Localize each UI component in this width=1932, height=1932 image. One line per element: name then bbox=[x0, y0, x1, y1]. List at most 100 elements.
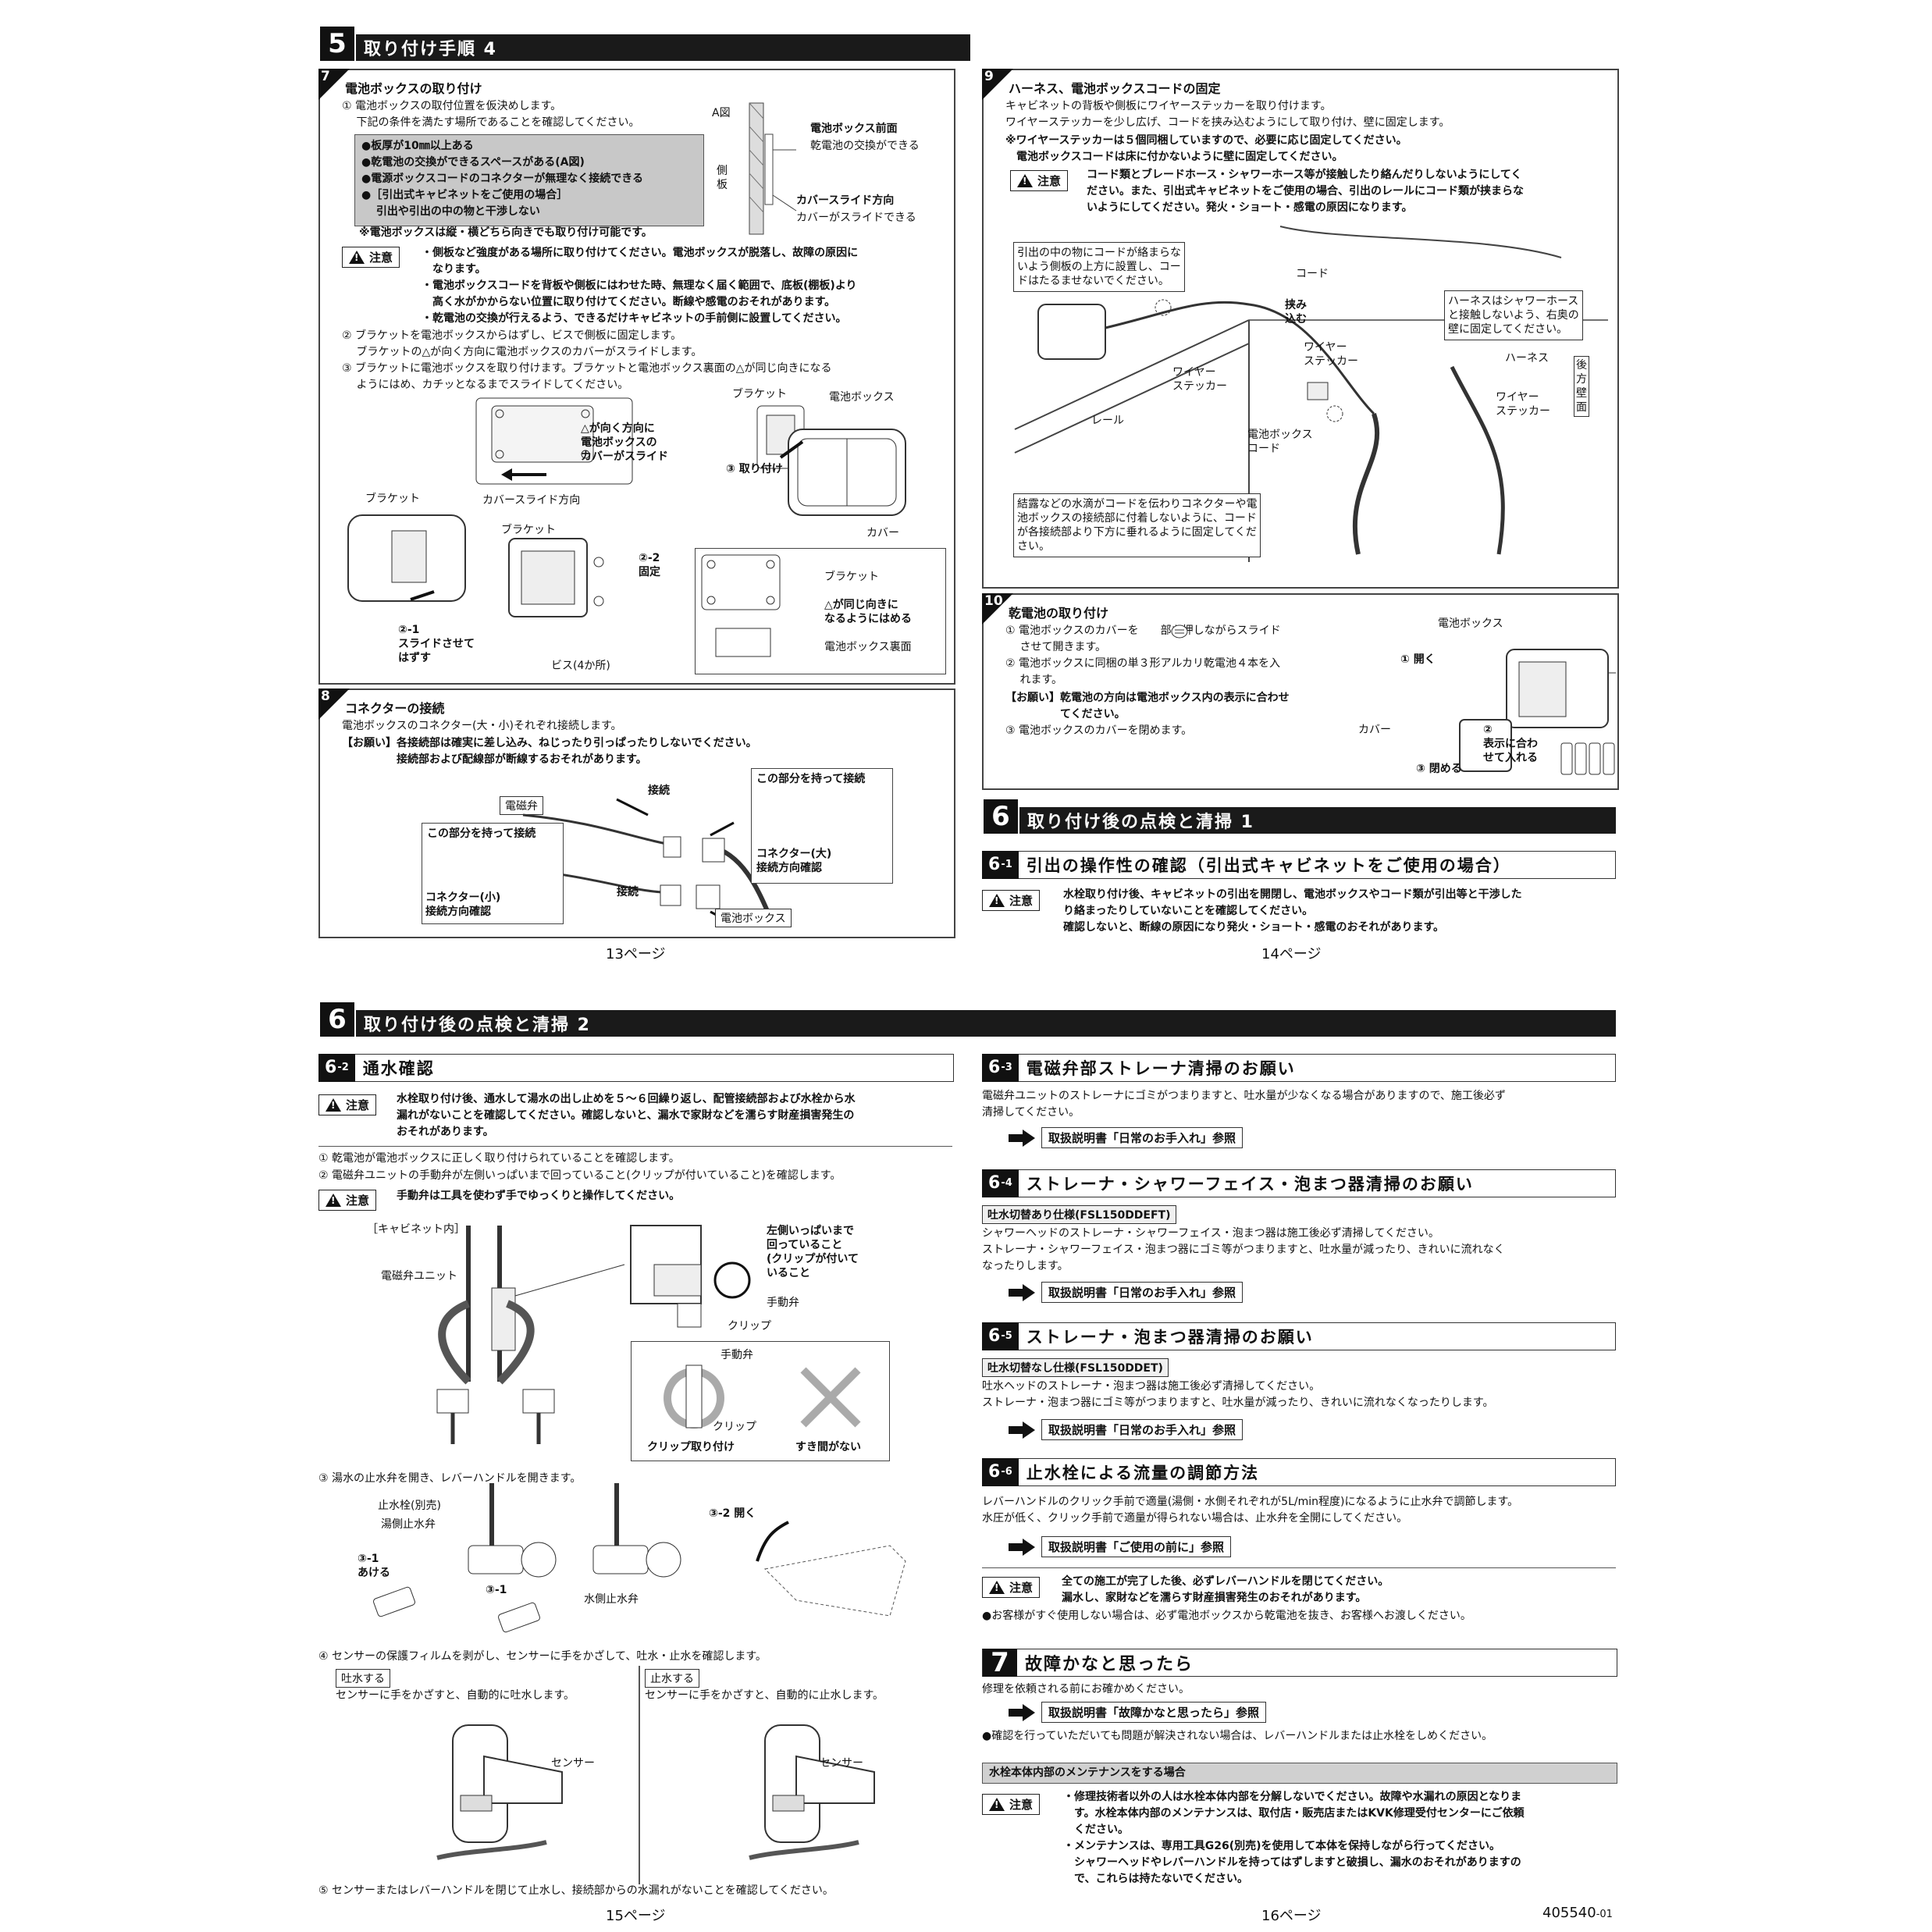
clip-check-box: 手動弁 クリップ クリップ取り付け すき間がない bbox=[631, 1341, 890, 1461]
open-label: ① 開く bbox=[1400, 653, 1436, 666]
sticker-label-2: ワイヤー ステッカー bbox=[1172, 366, 1227, 393]
section-number: 5 bbox=[318, 25, 356, 62]
arrow-right-icon bbox=[1009, 1283, 1035, 1301]
subsection-number: 6-5 bbox=[982, 1322, 1019, 1350]
stop-valve-label: 止水栓(別売) bbox=[378, 1500, 441, 1512]
section-title: 故障かなと思ったら bbox=[1025, 1655, 1194, 1674]
check-line-5: ⑤ センサーまたはレバーハンドルを閉じて止水し、接続部からの水漏れがないことを確… bbox=[318, 1884, 834, 1897]
step-8-title: コネクターの接続 bbox=[345, 701, 445, 716]
section-number: 7 bbox=[983, 1647, 1017, 1678]
hot-valve-label: 湯側止水弁 bbox=[381, 1518, 436, 1531]
section-title: 取り付け後の点検と清掃 2 bbox=[364, 1016, 591, 1035]
warning-icon bbox=[989, 1798, 1005, 1811]
section-title: 取り付け後の点検と清掃 1 bbox=[1027, 813, 1254, 832]
subsection-title: ストレーナ・シャワーフェイス・泡まつ器清掃のお願い bbox=[1026, 1175, 1474, 1194]
cover-label: カバー bbox=[1358, 724, 1391, 736]
harness-label: ハーネス bbox=[1505, 352, 1549, 365]
caution-text: 全ての施工が完了した後、必ずレバーハンドルを閉じてください。 漏水し、家財などを… bbox=[1062, 1575, 1389, 1604]
clip-label-2: クリップ bbox=[713, 1421, 756, 1433]
s65-text: 吐水ヘッドのストレーナ・泡まつ器は施工後必ず清掃してください。 ストレーナ・泡ま… bbox=[982, 1380, 1494, 1409]
s64-text: シャワーヘッドのストレーナ・シャワーフェイス・泡まつ器は施工後必ず清掃してくださ… bbox=[982, 1227, 1505, 1272]
step-10-title: 乾電池の取り付け bbox=[1009, 606, 1109, 621]
solenoid-label: 電磁弁 bbox=[500, 796, 543, 815]
dew-note: 結露などの水滴がコードを伝わりコネクターや電 池ボックスの接続部に付着しないよう… bbox=[1013, 493, 1261, 557]
screws-label: ビス(4か所) bbox=[551, 660, 610, 672]
subsection-number: 6-3 bbox=[982, 1053, 1019, 1082]
box-front-label: 電池ボックス前面 bbox=[810, 123, 898, 135]
caution-badge: 注意 bbox=[982, 1577, 1041, 1598]
s63-text: 電磁弁ユニットのストレーナにゴミがつまりますと、吐水量が少なくなる場合があります… bbox=[982, 1090, 1506, 1119]
spout-text: センサーに手をかざすと、自動的に吐水します。 bbox=[336, 1689, 575, 1702]
battery-install-drawing bbox=[1459, 649, 1616, 775]
drawer-note: 引出の中の物にコードが絡まらな いよう側板の上方に設置し、コー ドはたるませない… bbox=[1013, 242, 1185, 292]
cabinet-interior-drawing bbox=[1014, 226, 1608, 562]
stop-valve-drawing bbox=[373, 1483, 681, 1633]
subsection-6-3: 6-3 電磁弁部ストレーナ清掃のお願い bbox=[982, 1053, 1616, 1082]
step-8-corner: 8 bbox=[318, 688, 350, 720]
step-9-corner: 9 bbox=[982, 69, 1013, 100]
warning-icon bbox=[326, 1194, 341, 1207]
hold-box-1: この部分を持って接続 コネクター(小) 接続方向確認 bbox=[422, 823, 564, 924]
close-label: ③ 閉める bbox=[1416, 763, 1462, 775]
step-8-line-1: 電池ボックスのコネクター(大・小)それぞれ接続します。 bbox=[342, 720, 622, 732]
section-number: 6 bbox=[318, 1001, 356, 1038]
subsection-number: 6-6 bbox=[982, 1457, 1019, 1486]
cover-button-icon bbox=[1171, 624, 1188, 639]
sticker-label-3: ワイヤー ステッカー bbox=[1496, 391, 1550, 418]
section-title: 取り付け手順 4 bbox=[364, 40, 497, 59]
step-10-line-3: ③ 電池ボックスのカバーを閉めます。 bbox=[1005, 724, 1193, 737]
caution-text: 手動弁は工具を使わず手でゆっくりと操作してください。 bbox=[397, 1190, 681, 1202]
spout-tag: 吐水する bbox=[336, 1669, 390, 1688]
page-number-16: 16ページ bbox=[1261, 1908, 1322, 1924]
box-with-bracket-drawing bbox=[347, 514, 466, 602]
hold-label-2: この部分を持って接続 bbox=[756, 773, 866, 785]
faucet-spout-drawing bbox=[436, 1724, 563, 1860]
open-3-2: ③-2 開く bbox=[709, 1507, 756, 1520]
no-gap-label: すき間がない bbox=[795, 1441, 861, 1453]
cover-dir-sub: カバーがスライドできる bbox=[796, 212, 916, 224]
reference-s66: 取扱説明書「ご使用の前に」参照 bbox=[1007, 1536, 1232, 1557]
reference-s64: 取扱説明書「日常のお手入れ」参照 bbox=[1007, 1282, 1244, 1303]
clip-attach-label: クリップ取り付け bbox=[647, 1441, 735, 1453]
faucet-stop-drawing bbox=[749, 1724, 875, 1860]
step-9-line-1: キャビネットの背板や側板にワイヤーステッカーを取り付けます。 ワイヤーステッカー… bbox=[1005, 100, 1450, 129]
stop-tag: 止水する bbox=[645, 1669, 699, 1688]
step-7-corner: 7 bbox=[318, 69, 350, 100]
cabinet-label: ［キャビネット内］ bbox=[367, 1223, 465, 1236]
cover-dir-label: カバースライド方向 bbox=[796, 194, 895, 207]
step-8-request: 【お願い】各接続部は確実に差し込み、ねじったり引っぱったりしないでください。 接… bbox=[342, 737, 757, 766]
valve-unit-drawing bbox=[436, 1226, 625, 1444]
sticker-label-1: ワイヤー ステッカー bbox=[1304, 341, 1358, 368]
caution-badge: 注意 bbox=[982, 1794, 1041, 1815]
cover-label: カバー bbox=[866, 527, 899, 539]
cold-valve-label: 水側止水弁 bbox=[584, 1593, 639, 1606]
side-plate-label: 側 板 bbox=[717, 165, 728, 191]
solenoid-unit-label: 電磁弁ユニット bbox=[381, 1270, 457, 1283]
section-number: 6 bbox=[982, 798, 1019, 835]
check-line-2: ② 電磁弁ユニットの手動弁が左側いっぱいまで回っていること(クリップが付いている… bbox=[318, 1169, 841, 1182]
slide-remove: ②-1 スライドさせて はずす bbox=[398, 624, 475, 664]
spec-tag-without-switch: 吐水切替なし仕様(FSL150DDET) bbox=[982, 1358, 1169, 1377]
subsection-title: 通水確認 bbox=[362, 1059, 435, 1078]
maintenance-tag: 水栓本体内部のメンテナンスをする場合 bbox=[982, 1763, 1617, 1784]
caution-text: コード類とブレードホース・シャワーホース等が接触したり絡んだりしないようにしてく… bbox=[1087, 169, 1524, 214]
clip-label: クリップ bbox=[728, 1320, 771, 1332]
connect-label-1: 接続 bbox=[648, 785, 670, 797]
step-10-line-1: ① 電池ボックスのカバーを 部を押しながらスライド させて開きます。 ② 電池ボ… bbox=[1005, 624, 1281, 686]
section-header-6-2: 6 取り付け後の点検と清掃 2 bbox=[318, 1001, 1616, 1038]
hold-box-2: この部分を持って接続 コネクター(大) 接続方向確認 bbox=[751, 768, 893, 884]
connector-large-label: コネクター(大) 接続方向確認 bbox=[756, 848, 832, 874]
bracket-detail-drawing bbox=[475, 397, 633, 485]
step-9-line-2: ※ワイヤーステッカーは５個同梱していますので、必要に応じ固定してください。 電池… bbox=[1005, 134, 1407, 163]
bracket-label-3: ブラケット bbox=[732, 388, 787, 400]
cover-slide-dir: カバースライド方向 bbox=[482, 494, 581, 507]
subsection-number: 6-2 bbox=[318, 1053, 355, 1082]
check-line-4: ④ センサーの保護フィルムを剥がし、センサーに手をかざして、吐水・止水を確認しま… bbox=[318, 1650, 767, 1663]
bracket-label-2: ブラケット bbox=[501, 524, 556, 536]
divider-vertical bbox=[639, 1666, 640, 1884]
fix-label: ②-2 固定 bbox=[639, 552, 660, 578]
section-header-5: 5 取り付け手順 4 bbox=[318, 25, 970, 62]
battery-box-drawing bbox=[756, 405, 906, 516]
reference-s63: 取扱説明書「日常のお手入れ」参照 bbox=[1007, 1127, 1244, 1148]
box-back-label: 電池ボックス裏面 bbox=[824, 641, 912, 653]
